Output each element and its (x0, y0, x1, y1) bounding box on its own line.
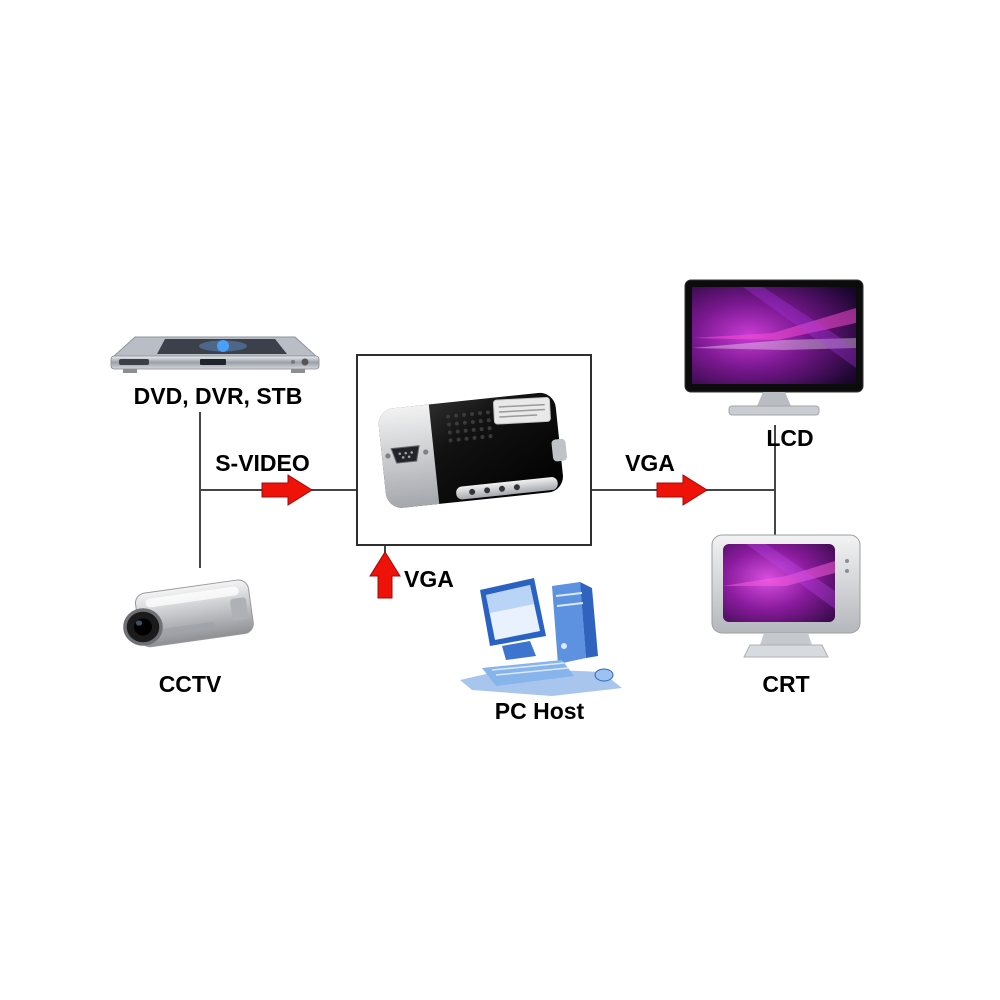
pc-tower (552, 582, 598, 664)
vga-port (390, 445, 420, 464)
vga-in-connection-label: VGA (404, 566, 454, 592)
pc-keyboard (482, 660, 574, 686)
vga-in-arrow-icon (369, 551, 401, 599)
lcd-label: LCD (766, 425, 814, 451)
converter-box-image (356, 354, 592, 546)
dvd-label: DVD, DVR, STB (133, 383, 303, 409)
crt-monitor-image (706, 531, 866, 666)
crt-label: CRT (762, 671, 810, 697)
front-buttons (469, 484, 520, 495)
sticker-label (493, 396, 551, 425)
svideo-arrow-icon (261, 474, 313, 506)
lcd-monitor-image (683, 278, 868, 423)
pc-mouse (594, 668, 614, 682)
pc-host-label: PC Host (494, 698, 585, 724)
pc-host-image (452, 572, 632, 700)
vga-out-connection-label: VGA (625, 450, 675, 476)
svideo-connection-label: S-VIDEO (215, 450, 310, 476)
dvd-player-image (105, 323, 325, 383)
pc-monitor (480, 578, 546, 660)
cctv-label: CCTV (158, 671, 222, 697)
cctv-camera-image (110, 563, 275, 668)
vga-out-arrow-icon (656, 474, 708, 506)
vent-holes (446, 410, 493, 443)
